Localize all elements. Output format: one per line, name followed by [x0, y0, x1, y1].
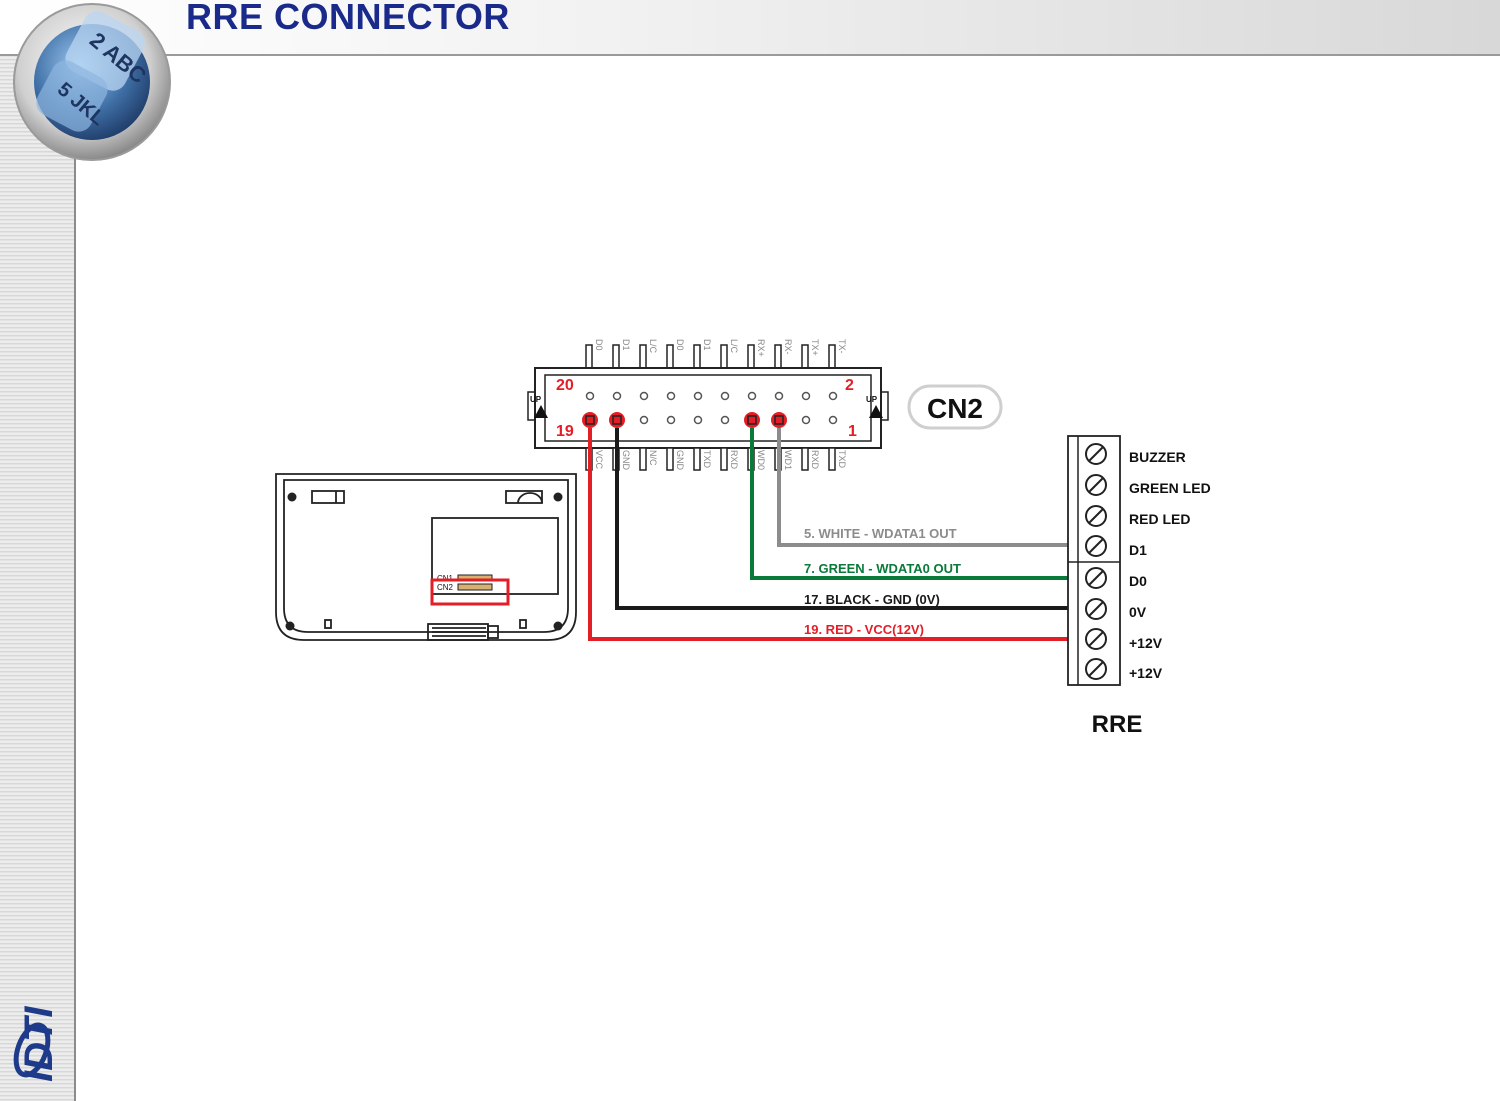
top-pin-label-9: TX+: [810, 339, 820, 356]
terminal-label-12v-1: +12V: [1129, 635, 1163, 651]
idti-logo-icon: IDTI: [13, 1006, 61, 1082]
top-pin-label-7: RX+: [756, 339, 766, 357]
brand-logo-text: IDTI: [17, 1006, 61, 1082]
pin-20-label: 20: [556, 377, 574, 394]
up-label-right: UP: [866, 395, 878, 404]
top-row-pins: [585, 391, 838, 401]
bottom-pin-label-5: TXD: [702, 450, 712, 469]
terminal-label-buzzer: BUZZER: [1129, 449, 1186, 465]
header-band: [0, 0, 1500, 56]
top-pin-label-5: D1: [702, 339, 712, 351]
keypad-logo-icon: 2 ABC 5 JKL: [13, 3, 171, 161]
top-pin-label-10: TX-: [837, 339, 847, 354]
bottom-pin-label-6: RXD: [729, 450, 739, 470]
bottom-pin-label-7: WD0: [756, 450, 766, 470]
page-title: RRE CONNECTOR: [186, 0, 510, 37]
terminal-label-red-led: RED LED: [1129, 511, 1190, 527]
board-screw-holes: [285, 492, 563, 631]
cn2-highlight-box: [430, 578, 510, 606]
black-wire: [615, 428, 1074, 610]
rre-label: RRE: [1092, 711, 1143, 738]
left-decorative-band: [0, 0, 76, 1101]
up-marker-right: UP: [866, 395, 883, 418]
wire-label-black: 17. BLACK - GND (0V): [804, 592, 940, 607]
terminal-screws: [1085, 443, 1107, 680]
wire-label-white: 5. WHITE - WDATA1 OUT: [804, 526, 957, 541]
bottom-pin-label-9: RXD: [810, 450, 820, 470]
up-label-left: UP: [530, 395, 542, 404]
bottom-pin-label-10: TXD: [837, 450, 847, 469]
terminal-label-d0: D0: [1129, 573, 1147, 589]
cn2-badge: CN2: [907, 384, 1003, 430]
top-pin-label-8: RX-: [783, 339, 793, 355]
highlighted-pins: [582, 412, 787, 428]
bottom-row-pins: [639, 415, 838, 425]
reader-board-outline: [275, 473, 577, 641]
terminal-label-d1: D1: [1129, 542, 1147, 558]
green-wire: [750, 428, 1074, 580]
bottom-pin-label-4: GND: [675, 450, 685, 471]
bottom-pin-label-3: N/C: [648, 450, 658, 466]
terminal-label-green-led: GREEN LED: [1129, 480, 1211, 496]
wire-label-red: 19. RED - VCC(12V): [804, 622, 924, 637]
top-pin-label-4: D0: [675, 339, 685, 351]
pin-1-label: 1: [848, 423, 857, 440]
red-wire: [588, 428, 1074, 641]
pin-2-label: 2: [845, 377, 854, 394]
white-wire: [777, 428, 1074, 547]
terminal-label-0v: 0V: [1129, 604, 1147, 620]
top-pin-label-2: D1: [621, 339, 631, 351]
wire-label-green: 7. GREEN - WDATA0 OUT: [804, 561, 961, 576]
up-marker-left: UP: [530, 395, 548, 418]
board-cn2-label: CN2: [437, 583, 454, 592]
terminal-label-12v-2: +12V: [1129, 665, 1163, 681]
cn2-connector-body: [527, 367, 889, 449]
top-pin-label-3: L/C: [648, 339, 658, 354]
top-pin-label-1: D0: [594, 339, 604, 351]
bottom-pin-label-2: GND: [621, 450, 631, 471]
pin-19-label: 19: [556, 423, 574, 440]
board-connectors: CN1 CN2: [430, 574, 510, 606]
cn2-badge-label: CN2: [927, 393, 983, 424]
bottom-pin-label-8: WD1: [783, 450, 793, 470]
bottom-pin-label-1: VCC: [594, 450, 604, 470]
top-pin-label-6: L/C: [729, 339, 739, 354]
